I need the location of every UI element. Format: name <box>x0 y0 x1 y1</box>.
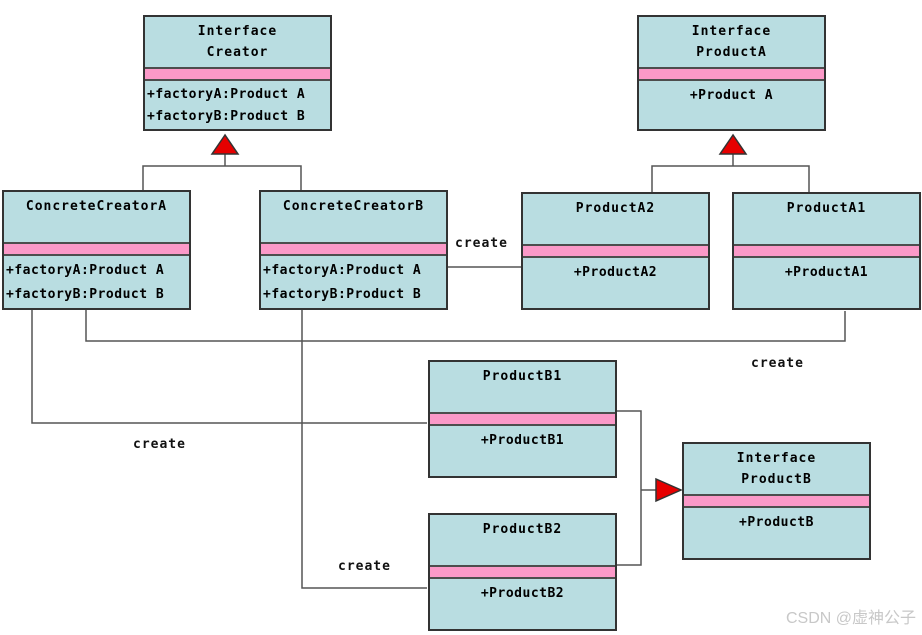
create-line-cca-producta1 <box>85 310 846 342</box>
class-box-producta2: ProductA2 +ProductA2 <box>521 192 710 310</box>
method-label: +factoryA:Product A <box>263 262 422 278</box>
attributes-section <box>261 242 446 256</box>
class-name: ConcreteCreatorA <box>25 199 168 214</box>
class-title: ProductB1 <box>430 362 615 412</box>
class-name: ProductA2 <box>575 201 656 216</box>
methods-section: +ProductB <box>684 508 869 558</box>
class-box-producta1: ProductA1 +ProductA1 <box>732 192 921 310</box>
attributes-section <box>430 412 615 426</box>
method-label: +factoryA:Product A <box>147 86 306 102</box>
class-box-productb1: ProductB1 +ProductB1 <box>428 360 617 478</box>
stereotype-label: Interface <box>197 24 278 39</box>
class-name: ProductB1 <box>482 369 563 384</box>
methods-section: +ProductA2 <box>523 258 708 308</box>
class-name: ProductA <box>696 45 767 60</box>
class-name: ProductA1 <box>786 201 867 216</box>
creator-inheritance-branch <box>142 165 302 190</box>
methods-section: +Product A <box>639 81 824 129</box>
inheritance-triangle-icon <box>655 477 683 503</box>
method-label: +factoryA:Product A <box>6 262 165 278</box>
create-label-ccb-productb2: create <box>338 559 391 574</box>
attributes-section <box>734 244 919 258</box>
create-line-cca-productb1 <box>31 310 427 424</box>
create-label-cca-productb1: create <box>133 437 186 452</box>
attributes-section <box>684 494 869 508</box>
attributes-section <box>639 67 824 81</box>
inheritance-triangle-icon <box>718 133 748 155</box>
methods-section: +factoryA:Product A +factoryB:Product B <box>145 81 330 129</box>
method-label: +ProductA1 <box>784 265 869 280</box>
methods-section: +factoryA:Product A +factoryB:Product B <box>4 256 189 308</box>
method-label: +ProductB1 <box>480 433 565 448</box>
method-label: +factoryB:Product B <box>263 286 422 302</box>
method-label: +factoryB:Product B <box>6 286 165 302</box>
method-label: +ProductB <box>739 515 814 530</box>
attributes-section <box>430 565 615 579</box>
methods-section: +ProductB1 <box>430 426 615 476</box>
methods-section: +factoryA:Product A +factoryB:Product B <box>261 256 446 308</box>
methods-section: +ProductB2 <box>430 579 615 629</box>
csdn-watermark: CSDN @虚神公子 <box>785 610 916 627</box>
attributes-section <box>523 244 708 258</box>
productb-realization-branch <box>617 410 642 566</box>
class-title: ProductA2 <box>523 194 708 244</box>
class-title: Interface Creator <box>145 17 330 67</box>
class-box-productb2: ProductB2 +ProductB2 <box>428 513 617 631</box>
attributes-section <box>4 242 189 256</box>
class-name: Creator <box>206 45 269 60</box>
class-title: ConcreteCreatorB <box>261 192 446 242</box>
class-title: ProductA1 <box>734 194 919 244</box>
class-name: ConcreteCreatorB <box>282 199 425 214</box>
class-name: ProductB2 <box>482 522 563 537</box>
class-title: ConcreteCreatorA <box>4 192 189 242</box>
create-label-ccb-producta2: create <box>455 236 508 251</box>
stereotype-label: Interface <box>691 24 772 39</box>
class-title: ProductB2 <box>430 515 615 565</box>
method-label: +ProductA2 <box>573 265 658 280</box>
attributes-section <box>145 67 330 81</box>
methods-section: +ProductA1 <box>734 258 919 308</box>
class-name: ProductB <box>741 472 812 487</box>
class-box-concrete-creator-b: ConcreteCreatorB +factoryA:Product A +fa… <box>259 190 448 310</box>
class-box-creator: Interface Creator +factoryA:Product A +f… <box>143 15 332 131</box>
method-label: +factoryB:Product B <box>147 108 306 124</box>
producta-inheritance-branch <box>651 165 810 192</box>
create-line-ccb-productb2 <box>301 310 427 589</box>
create-label-cca-producta1: create <box>751 356 804 371</box>
class-box-concrete-creator-a: ConcreteCreatorA +factoryA:Product A +fa… <box>2 190 191 310</box>
class-title: Interface ProductA <box>639 17 824 67</box>
class-box-interface-productb: Interface ProductB +ProductB <box>682 442 871 560</box>
class-box-producta: Interface ProductA +Product A <box>637 15 826 131</box>
method-label: +ProductB2 <box>480 586 565 601</box>
stereotype-label: Interface <box>736 451 817 466</box>
class-title: Interface ProductB <box>684 444 869 494</box>
method-label: +Product A <box>689 88 774 103</box>
inheritance-triangle-icon <box>210 133 240 155</box>
